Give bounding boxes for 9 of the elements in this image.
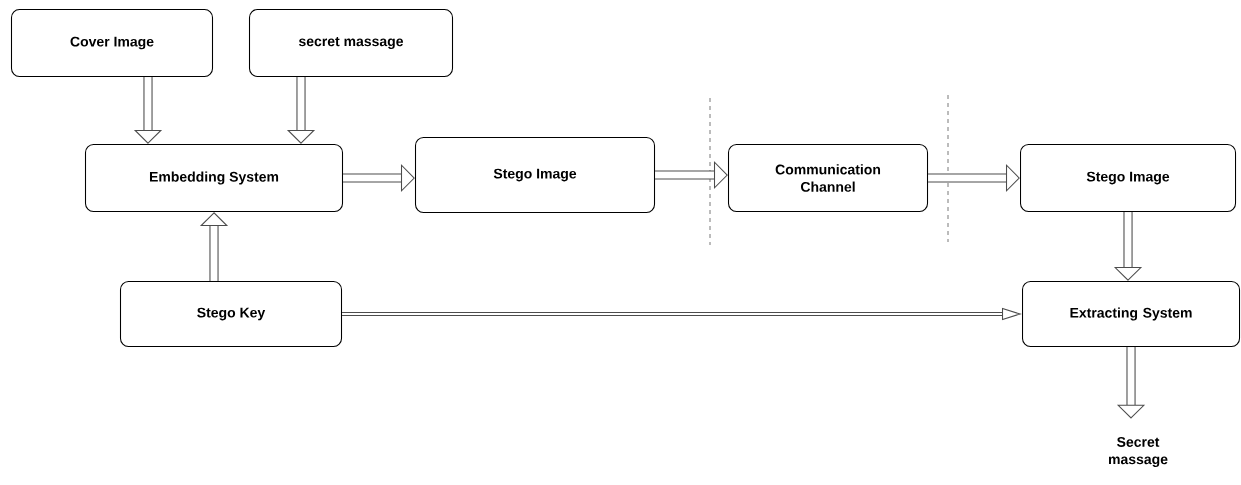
process-box: Stego Key: [119, 280, 343, 348]
process-box: Communication Channel: [727, 143, 929, 213]
process-box: Stego Image: [1019, 143, 1237, 213]
process-box: secret massage: [248, 8, 454, 78]
process-box: Extracting System: [1022, 280, 1241, 348]
process-box: Cover Image: [10, 8, 214, 78]
output-text: Secret massage: [1108, 437, 1168, 468]
process-box: Stego Image: [414, 136, 656, 214]
process-box: Embedding System: [84, 143, 344, 213]
